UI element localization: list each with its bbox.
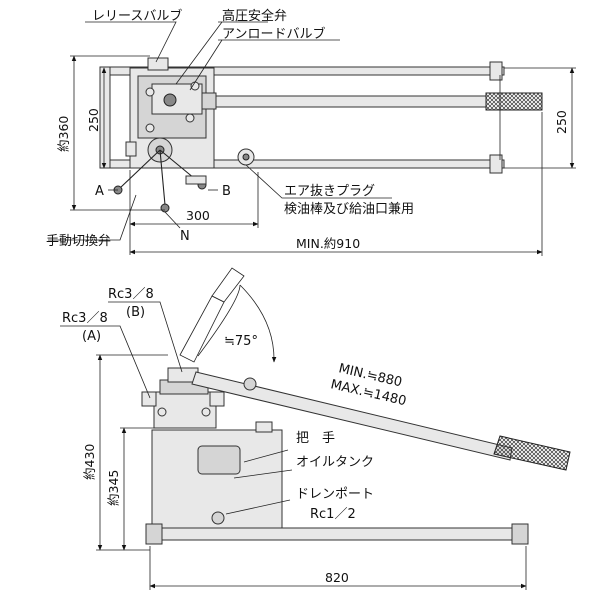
label-angle: ≒75° bbox=[224, 334, 258, 349]
label-port-a-thread: Rc3／8 bbox=[62, 311, 108, 326]
dim-width-total: MIN.約910 bbox=[296, 236, 360, 251]
top-view: レリースバルブ 高圧安全弁 アンロードバルブ エア抜きプラグ 検油棒及び給油口兼… bbox=[46, 8, 576, 256]
label-oil-tank: オイルタンク bbox=[296, 455, 374, 470]
label-unload-valve: アンロードバルブ bbox=[222, 26, 325, 42]
dim-height-right: 250 bbox=[554, 110, 569, 134]
label-grip: 把 手 bbox=[296, 431, 335, 446]
label-relief-valve: 高圧安全弁 bbox=[222, 8, 287, 24]
top-dimensions bbox=[70, 55, 576, 256]
label-drain-thread: Rc1／2 bbox=[310, 507, 356, 522]
top-handle bbox=[215, 92, 543, 111]
label-manual-switch: 手動切換弁 bbox=[46, 234, 111, 249]
label-drain-port: ドレンポート bbox=[296, 487, 374, 502]
dim-height-total: 約360 bbox=[56, 116, 71, 152]
side-handle-lowered bbox=[191, 371, 571, 471]
side-leaders bbox=[60, 301, 293, 515]
label-air-plug: エア抜きプラグ bbox=[284, 183, 375, 199]
side-oil-tank bbox=[151, 421, 283, 529]
label-release-valve: レリースバルブ bbox=[92, 8, 182, 24]
dim-width-300: 300 bbox=[186, 208, 210, 223]
dim-side-width-base: 820 bbox=[325, 570, 349, 585]
side-view: Rc3／8 (B) Rc3／8 (A) ≒75° MIN.≒880 MAX.≒1… bbox=[60, 267, 571, 590]
side-base bbox=[145, 523, 529, 545]
label-port-b-paren: (B) bbox=[126, 305, 145, 320]
label-port-a-paren: (A) bbox=[82, 329, 101, 344]
top-leaders bbox=[48, 21, 392, 241]
label-port-b-thread: Rc3／8 bbox=[108, 287, 154, 302]
label-port-n: N bbox=[180, 229, 190, 244]
label-port-b: B bbox=[222, 184, 231, 199]
side-handle-raised bbox=[179, 267, 245, 363]
dim-side-height-total: 約430 bbox=[82, 444, 97, 480]
drain-port-icon bbox=[211, 511, 225, 525]
dim-side-height-tank: 約345 bbox=[106, 470, 121, 506]
dim-height-inner: 250 bbox=[86, 108, 101, 132]
top-pump-body bbox=[129, 57, 217, 169]
label-dipstick: 検油棒及び給油口兼用 bbox=[284, 202, 414, 217]
label-port-a: A bbox=[95, 184, 104, 199]
